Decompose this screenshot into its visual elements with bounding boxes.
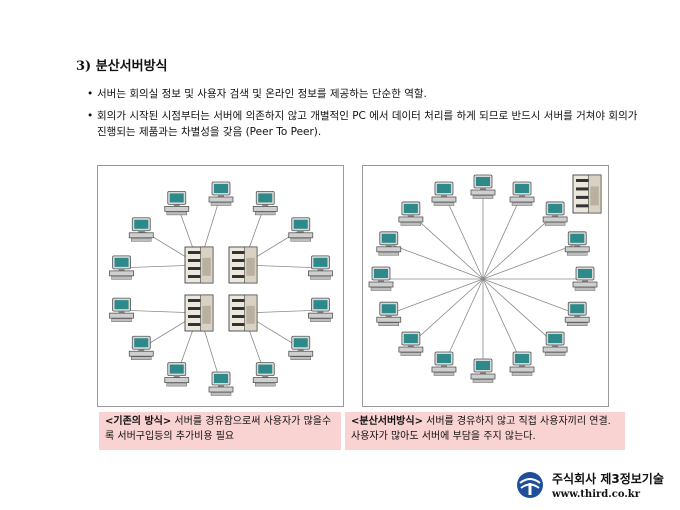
pc-icon [509,351,535,376]
caption-lead: <기존의 방식> [105,416,172,427]
pc-icon [288,217,314,242]
section-title: 분산서버방식 [95,59,168,74]
pc-icon [208,181,234,206]
connection-line [482,278,578,315]
section-number: 3) [76,59,92,74]
diagram-distributed [362,165,609,407]
pc-icon [128,335,154,360]
bullet-item: 회의가 시작된 시점부터는 서버에 의존하지 않고 개별적인 PC 에서 데이터… [87,108,647,140]
connection-line [410,213,484,280]
pc-icon [368,266,394,291]
pc-icon [542,331,568,356]
pc-icon [109,255,134,280]
section-heading: 3) 분산서버방식 [76,55,168,74]
diagram-centralized [97,165,344,407]
bullet-list: 서버는 회의실 정보 및 사용자 검색 및 온라인 정보를 제공하는 단순한 역… [87,86,647,146]
server-icon [228,294,258,332]
pc-icon [164,191,190,216]
distributed-network-diagram [368,174,602,383]
bullet-item: 서버는 회의실 정보 및 사용자 검색 및 온라인 정보를 제공하는 단순한 역… [87,86,647,102]
pc-icon [376,231,402,256]
pc-icon [431,351,457,376]
pc-icon [128,217,154,242]
pc-icon [252,362,278,387]
pc-icon [572,266,598,291]
connection-line [410,278,484,345]
pc-icon [288,335,314,360]
connection-line [482,193,523,280]
pc-icon [509,181,535,206]
connection-line [482,278,523,365]
caption-lead: <분산서버방식> [351,416,423,427]
connection-line [443,278,484,365]
logo-mark-icon [517,472,543,498]
connection-line [443,193,484,280]
caption-centralized: <기존의 방식> 서버를 경유함으로써 사용자가 많을수록 서버구입등의 추가비… [99,412,341,450]
centralized-network-diagram [109,181,333,396]
pc-icon [398,331,424,356]
connection-line [482,213,556,280]
connection-line [482,243,578,280]
pc-icon [308,297,333,322]
connection-line [388,278,484,315]
pc-icon [208,371,234,396]
pc-icon [308,255,333,280]
pc-icon [470,174,496,199]
caption-distributed: <분산서버방식> 서버를 경유하지 않고 직접 사용자끼리 연결. 사용자가 많… [345,412,625,450]
server-icon [184,294,214,332]
logo-url: www.third.co.kr [552,489,640,500]
pc-icon [109,297,134,322]
logo-company-name: 주식회사 제3정보기술 [552,472,664,486]
pc-icon [398,201,424,226]
pc-icon [376,301,402,326]
connection-line [482,278,556,345]
connection-line [388,243,484,280]
company-logo: 주식회사 제3정보기술 www.third.co.kr [516,470,664,500]
pc-icon [470,358,496,383]
caption-text: 서버를 경유하지 않고 직접 사용자끼리 연결. 사용자가 많아도 서버에 부담… [351,416,611,442]
pc-icon [564,301,590,326]
pc-icon [542,201,568,226]
pc-icon [431,181,457,206]
server-icon [184,246,214,284]
pc-icon [252,191,278,216]
server-icon [572,174,602,214]
server-icon [228,246,258,284]
pc-icon [164,362,190,387]
caption-text: 서버를 경유함으로써 사용자가 많을수록 서버구입등의 추가비용 필요 [105,416,332,442]
pc-icon [564,231,590,256]
